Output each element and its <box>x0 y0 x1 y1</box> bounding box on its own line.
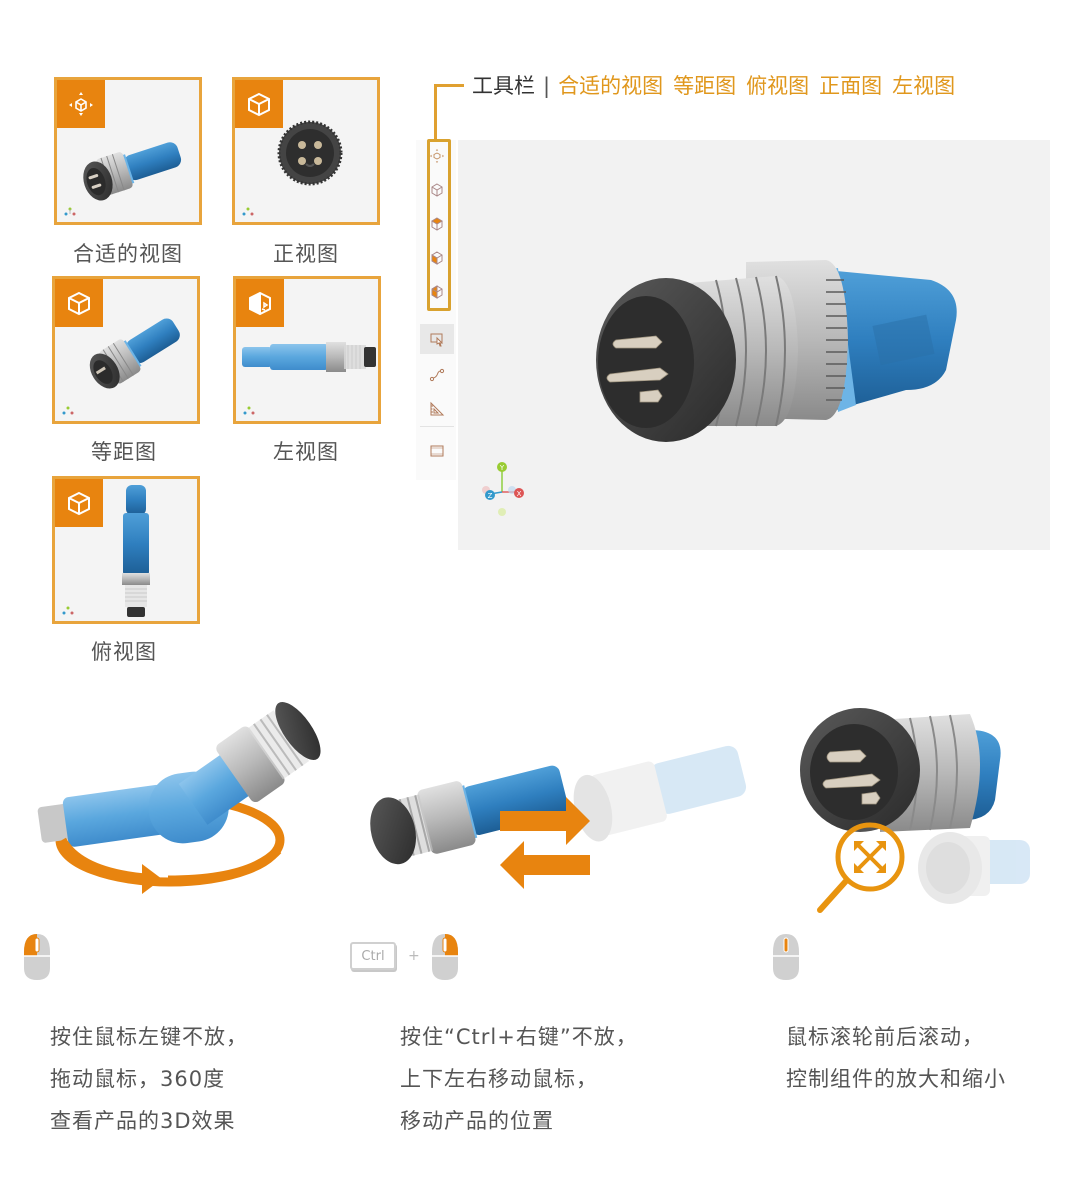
thumb-fit-view[interactable] <box>54 77 202 225</box>
frame-tool-button[interactable] <box>420 436 454 466</box>
axis-indicator-icon <box>242 207 254 216</box>
3d-viewport[interactable]: Y Z X <box>458 140 1050 550</box>
pan-line-1: 按住“Ctrl+右键”不放， <box>400 1025 638 1049</box>
thumb-front-view[interactable] <box>232 77 380 225</box>
thumb-isometric-view[interactable] <box>52 276 200 424</box>
cube-icon <box>431 183 443 197</box>
fit-view-icon <box>57 80 105 128</box>
cube-icon <box>55 279 103 327</box>
mouse-left-click-icon <box>24 934 50 980</box>
mouse-right-click-icon <box>432 934 458 980</box>
fit-view-icon <box>430 149 444 163</box>
connector-3d-model[interactable] <box>576 240 966 460</box>
toolbar-item-top: 俯视图 <box>746 74 810 98</box>
cube-icon <box>235 80 283 128</box>
rotate-line-3: 查看产品的3D效果 <box>50 1109 236 1133</box>
connector-side-image <box>242 342 376 372</box>
select-cursor-icon <box>430 333 444 347</box>
pan-line-3: 移动产品的位置 <box>400 1109 554 1133</box>
cube-half-icon <box>236 279 284 327</box>
cube-icon <box>55 479 103 527</box>
measure-tool-button[interactable] <box>420 394 454 424</box>
toolbar-callout-bracket <box>434 84 464 140</box>
axis-indicator-icon <box>64 207 76 216</box>
ctrl-key-icon: Ctrl <box>350 942 396 970</box>
axis-indicator-icon <box>243 406 255 415</box>
toolbar-item-front: 正面图 <box>819 74 883 98</box>
rotate-line-2: 拖动鼠标，360度 <box>50 1067 226 1091</box>
axis-indicator-icon <box>62 606 74 615</box>
fit-view-button[interactable] <box>420 141 454 171</box>
cube-front-icon <box>431 251 443 265</box>
cube-top-icon <box>431 217 443 231</box>
top-view-button[interactable] <box>420 209 454 239</box>
view-buttons-highlight <box>427 139 451 311</box>
connector-front-image <box>277 120 343 186</box>
svg-text:Y: Y <box>499 464 505 472</box>
toolbar-divider <box>420 426 454 427</box>
zoom-instructions: 鼠标滚轮前后滚动， 控制组件的放大和缩小 <box>786 1016 1006 1100</box>
plus-sign: + <box>408 948 420 964</box>
frame-icon <box>430 445 444 457</box>
toolbar-separator: | <box>543 74 551 98</box>
pan-line-2: 上下左右移动鼠标， <box>400 1067 598 1091</box>
thumb-label-front-view: 正视图 <box>273 242 339 266</box>
rotate-illustration <box>37 702 321 894</box>
connector-top-image <box>122 485 150 617</box>
left-view-button[interactable] <box>420 277 454 307</box>
toolbar-heading: 工具栏 | 合适的视图等距图俯视图正面图左视图 <box>472 70 965 100</box>
axis-gizmo: Y Z X <box>482 462 524 516</box>
thumb-label-left-view: 左视图 <box>273 440 339 464</box>
thumb-top-view[interactable] <box>52 476 200 624</box>
svg-text:Z: Z <box>488 492 493 500</box>
rotate-line-1: 按住鼠标左键不放， <box>50 1025 248 1049</box>
path-icon <box>429 368 445 382</box>
thumb-left-view[interactable] <box>233 276 381 424</box>
toolbar-title: 工具栏 <box>472 74 535 98</box>
zoom-illustration <box>800 708 1030 913</box>
toolbar-item-iso: 等距图 <box>673 74 737 98</box>
cube-left-icon <box>431 285 443 299</box>
rotate-instructions: 按住鼠标左键不放， 拖动鼠标，360度 查看产品的3D效果 <box>50 1016 248 1142</box>
pan-illustration <box>370 745 747 889</box>
toolbar-item-fit: 合适的视图 <box>558 74 664 98</box>
connector-image <box>83 142 182 201</box>
axis-indicator-icon <box>62 406 74 415</box>
ruler-triangle-icon <box>430 401 445 416</box>
mouse-scroll-wheel-icon <box>773 934 799 980</box>
zoom-line-1: 鼠标滚轮前后滚动， <box>786 1025 984 1049</box>
select-tool-button[interactable] <box>420 324 454 354</box>
zoom-line-2: 控制组件的放大和缩小 <box>786 1067 1006 1091</box>
thumb-label-fit-view: 合适的视图 <box>73 242 183 266</box>
path-tool-button[interactable] <box>420 360 454 390</box>
pan-instructions: 按住“Ctrl+右键”不放， 上下左右移动鼠标， 移动产品的位置 <box>400 1016 638 1142</box>
front-view-button[interactable] <box>420 243 454 273</box>
connector-iso-image <box>89 318 180 389</box>
svg-text:X: X <box>517 490 522 498</box>
thumb-label-top-view: 俯视图 <box>91 640 157 664</box>
thumb-label-isometric-view: 等距图 <box>91 440 157 464</box>
toolbar-item-left: 左视图 <box>892 74 956 98</box>
isometric-view-button[interactable] <box>420 175 454 205</box>
